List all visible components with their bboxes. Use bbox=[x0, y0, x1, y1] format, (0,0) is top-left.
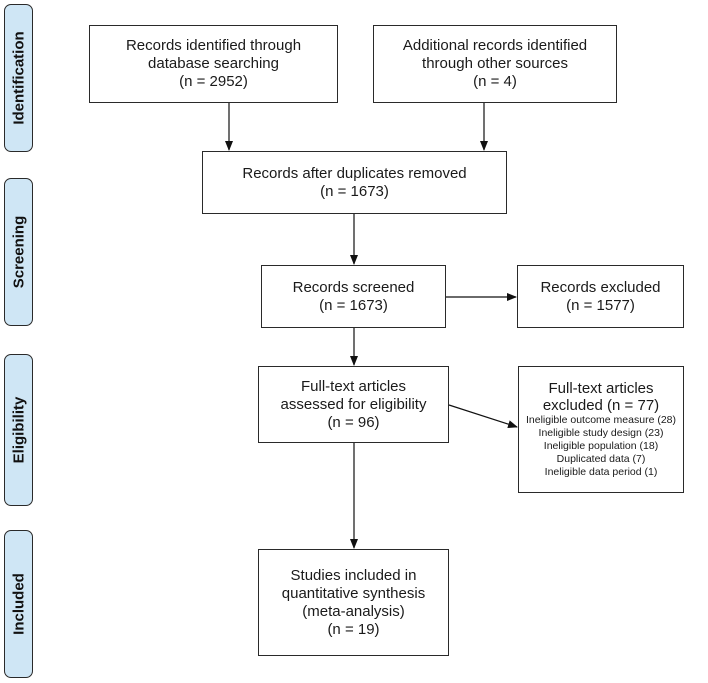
phase-included: Included bbox=[4, 530, 33, 678]
box-fulltext-assessed-line-2: assessed for eligibility bbox=[280, 395, 427, 413]
box-fulltext-assessed: Full-text articles assessed for eligibil… bbox=[258, 366, 449, 443]
box-studies-included-line-3: (meta-analysis) bbox=[302, 602, 405, 620]
box-database-search: Records identified through database sear… bbox=[89, 25, 338, 103]
box-duplicates-removed-line-2: (n = 1673) bbox=[320, 182, 389, 200]
box-duplicates-removed: Records after duplicates removed (n = 16… bbox=[202, 151, 507, 214]
box-studies-included-line-2: quantitative synthesis bbox=[281, 584, 426, 602]
box-records-screened-line-1: Records screened bbox=[292, 278, 415, 296]
box-fulltext-assessed-line-3: (n = 96) bbox=[327, 413, 380, 431]
box-database-search-line-3: (n = 2952) bbox=[179, 73, 248, 90]
exclusion-reason: Ineligible outcome measure (28) bbox=[526, 414, 676, 426]
box-records-screened-line-2: (n = 1673) bbox=[319, 296, 388, 314]
box-studies-included-line-1: Studies included in bbox=[290, 566, 417, 584]
box-other-sources-line-2: through other sources bbox=[422, 55, 568, 72]
phase-eligibility: Eligibility bbox=[4, 354, 33, 506]
box-records-excluded: Records excluded (n = 1577) bbox=[517, 265, 684, 328]
box-studies-included: Studies included in quantitative synthes… bbox=[258, 549, 449, 656]
exclusion-reason: Ineligible data period (1) bbox=[544, 466, 658, 478]
box-other-sources-line-1: Additional records identified bbox=[402, 37, 588, 54]
exclusion-reason: Duplicated data (7) bbox=[556, 453, 646, 465]
box-other-sources-line-3: (n = 4) bbox=[473, 73, 517, 90]
box-database-search-line-2: database searching bbox=[148, 55, 279, 72]
box-fulltext-excluded-heading-1: Full-text articles bbox=[548, 380, 654, 397]
arrow-fulltext-to-excluded bbox=[448, 404, 518, 429]
box-fulltext-assessed-line-1: Full-text articles bbox=[300, 377, 407, 395]
box-records-excluded-line-1: Records excluded bbox=[540, 278, 661, 296]
box-fulltext-excluded: Full-text articles excluded (n = 77) Ine… bbox=[518, 366, 684, 493]
box-records-screened: Records screened (n = 1673) bbox=[261, 265, 446, 328]
box-fulltext-excluded-heading-2: excluded (n = 77) bbox=[542, 397, 660, 414]
box-studies-included-line-4: (n = 19) bbox=[327, 620, 380, 638]
box-database-search-line-1: Records identified through bbox=[125, 37, 302, 54]
exclusion-reason: Ineligible population (18) bbox=[543, 440, 659, 452]
box-duplicates-removed-line-1: Records after duplicates removed bbox=[242, 164, 467, 182]
phase-identification: Identification bbox=[4, 4, 33, 152]
exclusion-reason: Ineligible study design (23) bbox=[538, 427, 664, 439]
phase-screening: Screening bbox=[4, 178, 33, 326]
box-records-excluded-line-2: (n = 1577) bbox=[566, 296, 635, 314]
box-other-sources: Additional records identified through ot… bbox=[373, 25, 617, 103]
